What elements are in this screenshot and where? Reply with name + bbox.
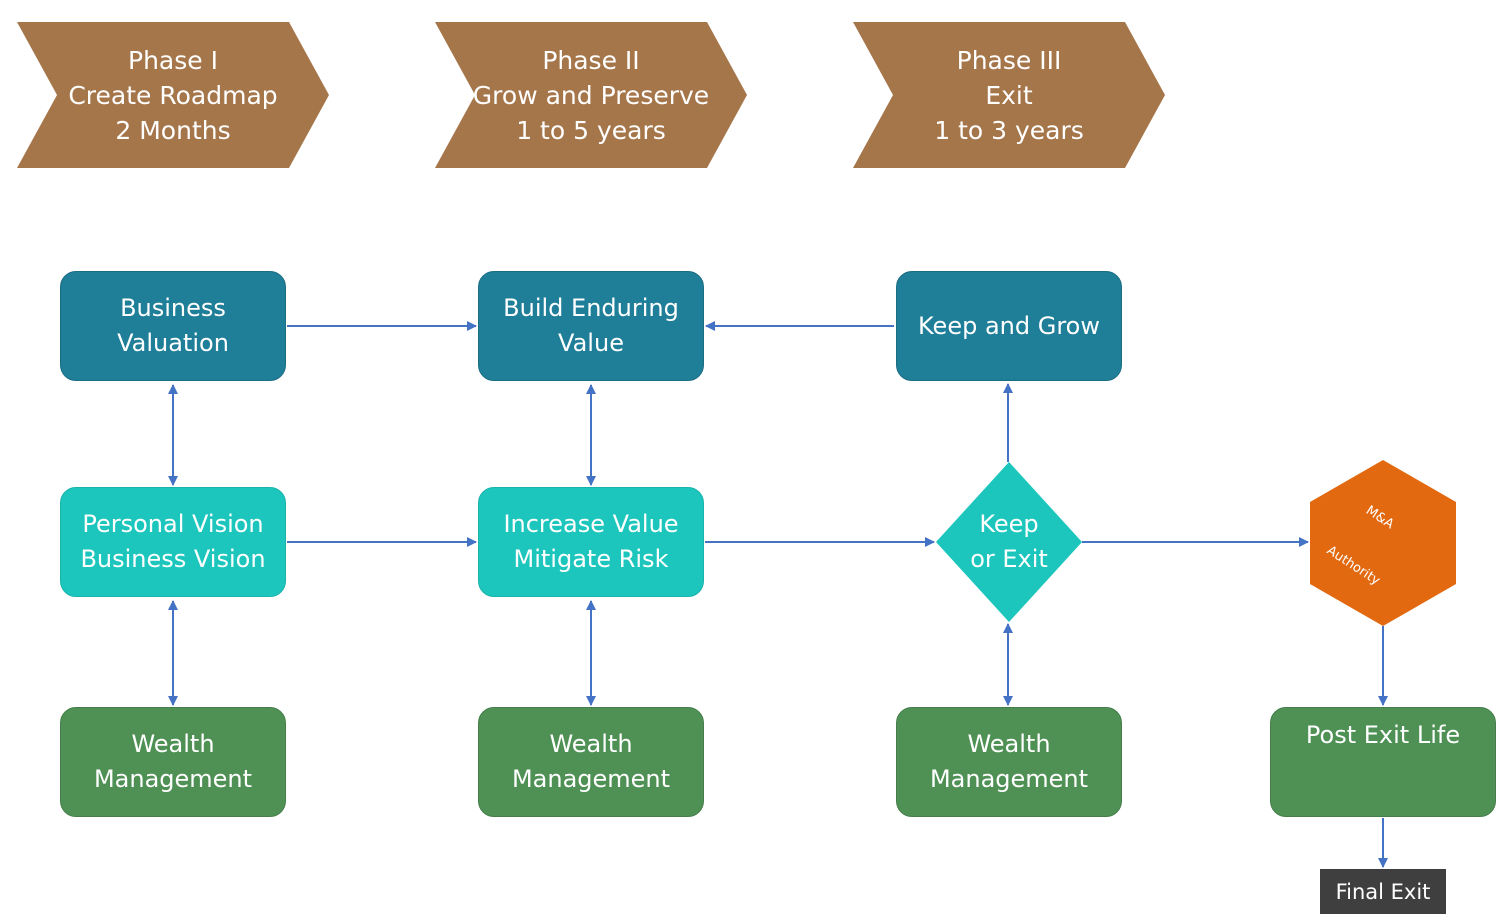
node-keep-and-grow: Keep and Grow [896, 271, 1122, 381]
chevron-shape [853, 22, 1165, 168]
node-label: Business [120, 294, 226, 322]
node-label: Value [558, 329, 624, 357]
diamond-shape [936, 462, 1082, 622]
node-final-exit: Final Exit [1320, 869, 1446, 914]
node-business-valuation: Business Valuation [60, 271, 286, 381]
node-label: Wealth [967, 730, 1051, 758]
node-label: Management [511, 765, 671, 793]
phase-1-duration: 2 Months [115, 115, 231, 145]
phase-3-title: Phase III [956, 45, 1062, 75]
phase-2-duration: 1 to 5 years [516, 115, 666, 145]
phase-1-title: Phase I [128, 45, 218, 75]
hexagon-shape [1310, 460, 1456, 626]
chevron-shape [435, 22, 747, 168]
node-label: Personal Vision [82, 510, 264, 538]
node-label: Valuation [117, 329, 229, 357]
phase-2-name: Grow and Preserve [472, 80, 710, 110]
node-label: Increase Value [503, 510, 679, 538]
node-post-exit-life: Post Exit Life [1270, 707, 1496, 817]
node-label: Post Exit Life [1305, 721, 1461, 749]
node-label: Management [929, 765, 1089, 793]
node-label: or Exit [970, 545, 1048, 573]
node-label: Wealth [131, 730, 215, 758]
node-personal-business-vision: Personal Vision Business Vision [60, 487, 286, 597]
phase-3-chevron: Phase III Exit 1 to 3 years [853, 22, 1165, 168]
node-label: Business Vision [80, 545, 266, 573]
phase-1-chevron: Phase I Create Roadmap 2 Months [17, 22, 329, 168]
node-label: Final Exit [1335, 879, 1431, 904]
node-increase-value: Increase Value Mitigate Risk [478, 487, 704, 597]
node-label: Keep and Grow [918, 311, 1100, 340]
node-ma-authority: M&A Authority [1310, 460, 1456, 626]
phase-1-name: Create Roadmap [68, 80, 278, 110]
node-keep-or-exit-decision: Keep or Exit [936, 462, 1082, 622]
phase-3-name: Exit [985, 80, 1033, 110]
node-label: Mitigate Risk [513, 545, 669, 573]
node-label: Wealth [549, 730, 633, 758]
node-wealth-management-2: Wealth Management [478, 707, 704, 817]
node-label: Management [93, 765, 253, 793]
chevron-shape [17, 22, 329, 168]
phase-2-title: Phase II [542, 45, 640, 75]
phase-3-duration: 1 to 3 years [934, 115, 1084, 145]
node-wealth-management-3: Wealth Management [896, 707, 1122, 817]
node-label: Keep [979, 510, 1039, 538]
node-build-enduring-value: Build Enduring Value [478, 271, 704, 381]
node-label: Build Enduring [503, 294, 679, 322]
node-wealth-management-1: Wealth Management [60, 707, 286, 817]
phase-2-chevron: Phase II Grow and Preserve 1 to 5 years [435, 22, 747, 168]
